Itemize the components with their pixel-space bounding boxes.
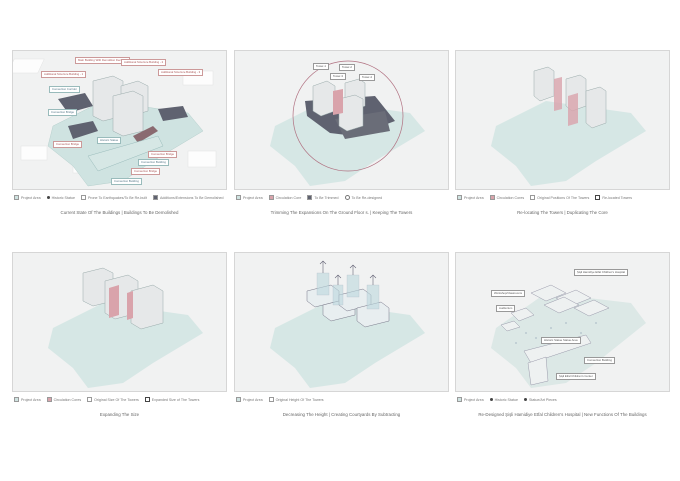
legend: Project Area Historic Statue Prone To Ea… — [14, 195, 229, 200]
legend-item: Original Size Of The Towers — [87, 397, 139, 402]
hatched-square-icon — [307, 195, 313, 200]
project-area-swatch-icon — [236, 195, 241, 200]
label-tower-3: Tower-3 — [330, 73, 346, 81]
diagram-frame: Main Building With Demolition Decision A… — [12, 50, 227, 190]
label-connection-bridge-4: Connection Bridge — [131, 168, 161, 176]
legend-item: Re-located Towers — [595, 195, 632, 200]
label-historic-statue: Historic Statue — [97, 137, 122, 145]
art-piece-dot-icon — [523, 398, 527, 401]
project-area-swatch-icon — [457, 195, 462, 200]
panel-caption: Expanding The Size — [99, 412, 140, 417]
legend: Project Area Circulation Core To Be Trim… — [236, 195, 451, 200]
panel-caption: Re-Designed Şişli Hamidiye Etfal Childre… — [478, 412, 647, 417]
label-connection-corridor: Connection Corridor — [49, 86, 81, 94]
label-tower-1: Tower-1 — [313, 63, 329, 71]
legend-item: Original Positions Of The Towers — [530, 195, 589, 200]
isometric-site-diagram — [13, 58, 217, 187]
legend-item: Historic Statue — [46, 196, 75, 200]
statue-dot-icon — [46, 196, 50, 199]
circulation-core-swatch-icon — [46, 397, 52, 402]
legend-item: Project Area — [236, 397, 263, 402]
legend-item: Expanded Size of The Towers — [144, 397, 199, 402]
circle-outline-icon — [344, 195, 350, 200]
circulation-core-swatch-icon — [268, 195, 274, 200]
outline-square-dark-icon — [144, 397, 150, 402]
label-connection-bridge-1: Connection Bridge — [48, 109, 78, 117]
legend-item: Project Area — [457, 195, 484, 200]
legend: Project Area Historic Statue Statue/Art … — [457, 397, 672, 402]
legend-item: Prone To Earthquakes/To Be Re-built — [80, 195, 147, 200]
legend-item: To Be Re-designed — [344, 195, 382, 200]
label-statue-area: Historic Statue Statue Area — [541, 337, 581, 345]
up-arrow-icons — [319, 260, 377, 285]
circulation-core-swatch-icon — [489, 195, 495, 200]
legend-item: Circulation Cores — [46, 397, 81, 402]
legend-item: Statue/Art Pieces — [523, 398, 557, 402]
legend-item: To Be Trimmed — [307, 195, 339, 200]
panel-caption: Current State Of The Buildings | Buildin… — [60, 210, 179, 215]
diagram-frame: Tower-1 Tower-2 Tower-3 Tower-4 — [234, 50, 449, 190]
outline-square-dark-icon — [595, 195, 601, 200]
project-area-swatch-icon — [14, 397, 19, 402]
label-additional-structure-3: Additional Structure Building - 3 — [158, 69, 204, 77]
legend-item: Circulation Core — [268, 195, 301, 200]
dark-square-icon — [153, 195, 159, 200]
statue-dot-icon — [489, 398, 493, 401]
label-auditorium: Auditorium — [496, 305, 516, 313]
label-connection-bridge-3: Connection Bridge — [148, 151, 178, 159]
label-additional-structure-1: Additional Structure Building - 1 — [41, 71, 87, 79]
isometric-site-diagram — [491, 284, 646, 388]
isometric-site-diagram — [48, 267, 203, 388]
panel-caption: Trimming The Expansions On The Ground Fl… — [270, 210, 413, 215]
legend: Project Area Circulation Cores Original … — [14, 397, 229, 402]
legend: Project Area Circulation Cores Original … — [457, 195, 672, 200]
label-childrens-center: Şişli Etfal Children's Center — [556, 373, 596, 381]
legend-item: Project Area — [236, 195, 263, 200]
project-area-swatch-icon — [14, 195, 19, 200]
outline-square-icon — [268, 397, 274, 402]
label-tower-4: Tower-4 — [359, 74, 375, 82]
isometric-site-diagram — [491, 66, 646, 186]
label-additional-structure-2: Additional Structure Building - 2 — [121, 59, 167, 67]
panel-caption: Re-locating The Towers | Duplicating The… — [517, 210, 608, 215]
diagram-frame — [455, 50, 670, 190]
label-connection-bridge-2: Connection Bridge — [53, 141, 83, 149]
redesign-circle — [292, 60, 404, 172]
legend-item: Additions/Extensions To Be Demolished — [153, 195, 224, 200]
diagram-frame — [12, 252, 227, 392]
legend-item: Project Area — [457, 397, 484, 402]
legend-item: Project Area — [14, 195, 41, 200]
panel-caption: Decreasing The Height | Creating Courtya… — [282, 412, 401, 417]
label-tower-2: Tower-2 — [339, 64, 355, 72]
label-connection-building-1: Connection Building — [138, 159, 169, 167]
project-area-swatch-icon — [236, 397, 241, 402]
label-workshop-classrooms: Workshop/Classrooms — [491, 290, 526, 298]
outline-square-icon — [530, 195, 536, 200]
isometric-site-diagram — [270, 260, 425, 388]
outline-square-icon — [87, 397, 93, 402]
legend-item: Historic Statue — [489, 398, 518, 402]
diagram-frame: Şişli Hamidiye Etfal Children's Hospital… — [455, 252, 670, 392]
label-hospital: Şişli Hamidiye Etfal Children's Hospital — [574, 269, 628, 277]
outline-square-icon — [80, 195, 86, 200]
legend: Project Area Original Height Of The Towe… — [236, 397, 451, 402]
label-connection-building: Connection Building — [584, 357, 615, 365]
isometric-site-diagram — [270, 60, 425, 186]
legend-item: Project Area — [14, 397, 41, 402]
legend-item: Circulation Cores — [489, 195, 524, 200]
legend-item: Original Height Of The Towers — [268, 397, 324, 402]
label-connection-building-2: Connection Building — [111, 178, 142, 186]
project-area-swatch-icon — [457, 397, 462, 402]
diagram-frame — [234, 252, 449, 392]
